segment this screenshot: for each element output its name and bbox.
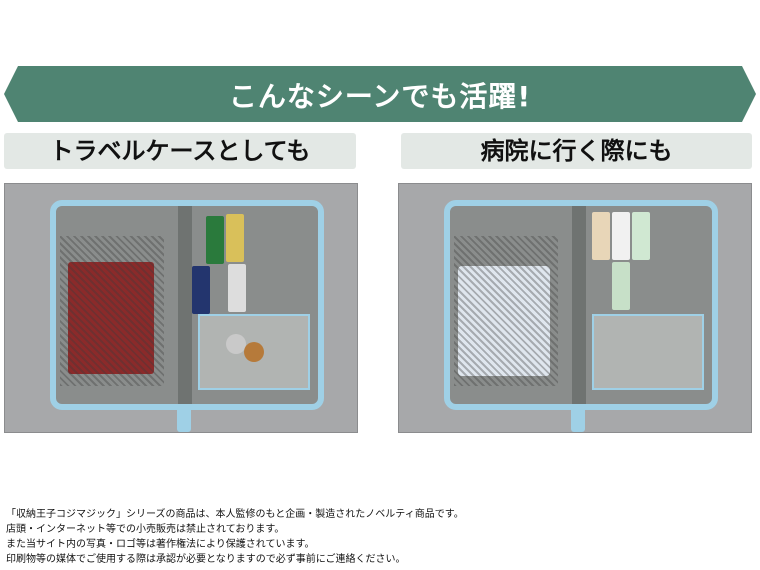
card xyxy=(592,212,610,260)
coin xyxy=(226,334,246,354)
zipper-pull xyxy=(571,406,585,432)
card xyxy=(226,214,244,262)
center-zipper xyxy=(178,206,192,404)
banner-title: こんなシーンでも活躍! xyxy=(228,80,532,113)
case-open xyxy=(50,200,324,432)
passport xyxy=(68,262,154,374)
coin xyxy=(244,342,264,362)
footer-notice: 「収納王子コジマジック」シリーズの商品は、本人監修のもと企画・製造されたノベルテ… xyxy=(6,507,464,567)
headline-banner: こんなシーンでも活躍! xyxy=(4,66,756,122)
mesh-pocket xyxy=(454,236,558,386)
hospital-case-photo xyxy=(398,183,752,433)
medication-notebook xyxy=(458,266,550,376)
notice-line: また当サイト内の写真・ロゴ等は著作権法により保護されています。 xyxy=(6,539,315,550)
scene-travel-label: トラベルケースとしても xyxy=(4,133,356,169)
travel-case-photo xyxy=(4,183,358,433)
center-zipper xyxy=(572,206,586,404)
case-open xyxy=(444,200,718,432)
card xyxy=(206,216,224,264)
card xyxy=(632,212,650,260)
zipper-pull xyxy=(177,406,191,432)
card xyxy=(612,262,630,310)
notice-line: 「収納王子コジマジック」シリーズの商品は、本人監修のもと企画・製造されたノベルテ… xyxy=(6,509,464,520)
card xyxy=(192,266,210,314)
card xyxy=(612,212,630,260)
notice-line: 印刷物等の媒体でご使用する際は承認が必要となりますので必ず事前にご連絡ください。 xyxy=(6,554,406,565)
card xyxy=(228,264,246,312)
notice-line: 店頭・インターネット等での小売販売は禁止されております。 xyxy=(6,524,285,535)
mesh-pocket xyxy=(60,236,164,386)
zip-pocket xyxy=(592,314,704,390)
scene-hospital-label: 病院に行く際にも xyxy=(401,133,752,169)
